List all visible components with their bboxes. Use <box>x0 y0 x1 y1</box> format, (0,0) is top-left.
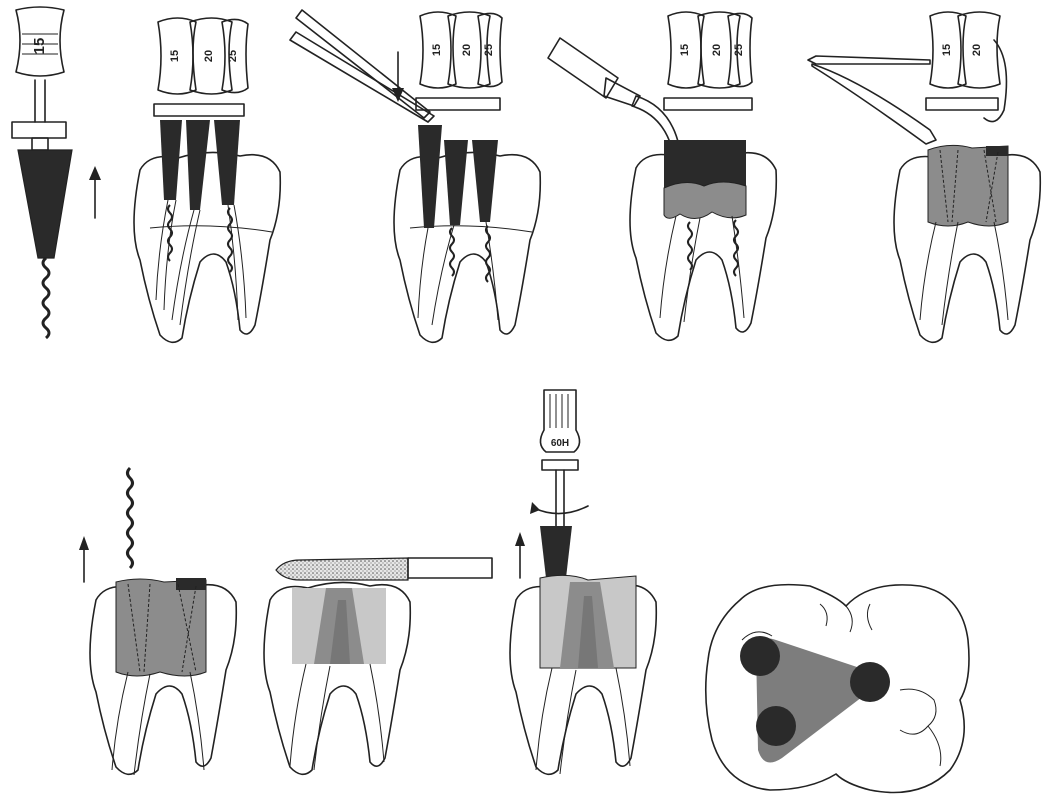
file-handles: 15 20 25 <box>416 12 502 110</box>
svg-text:20: 20 <box>203 50 215 62</box>
tooth-outline <box>394 152 540 342</box>
svg-text:15: 15 <box>679 44 691 56</box>
canal-orifice-dot <box>850 662 890 702</box>
plugger-instrument <box>808 56 936 144</box>
diamond-bur <box>276 558 492 580</box>
drill-handle: 60H <box>540 390 579 526</box>
file-size-label: 15 <box>31 38 48 55</box>
svg-text:25: 25 <box>483 44 495 56</box>
file-handles: 15 20 25 <box>154 18 248 116</box>
drill-bit <box>540 526 572 578</box>
panel-8-post-space-drill: 60H <box>510 390 656 774</box>
svg-text:15: 15 <box>431 44 443 56</box>
svg-text:20: 20 <box>461 44 473 56</box>
panel-5-condensing: 15 20 <box>808 12 1040 342</box>
svg-text:15: 15 <box>169 50 181 62</box>
file-handles: 15 20 25 <box>664 12 752 110</box>
panel-1-hand-file: 15 <box>12 7 101 338</box>
up-arrow-icon <box>89 166 101 218</box>
up-arrow-icon <box>79 536 89 582</box>
panel-2-three-files-in-canals: 15 20 25 <box>134 18 280 342</box>
panel-6-file-withdrawn <box>79 468 236 775</box>
panel-4-material-placement: 15 20 25 <box>548 12 776 340</box>
canal-orifice-dot <box>756 706 796 746</box>
canal-orifice-dot <box>740 636 780 676</box>
svg-text:25: 25 <box>227 50 239 62</box>
filling-material <box>928 145 1008 226</box>
rubber-stop <box>12 122 66 138</box>
file-spiral <box>128 468 133 568</box>
panel-3-plier-removes-file: 15 20 25 <box>290 10 540 342</box>
file-handles: 15 20 <box>926 12 1006 122</box>
svg-text:25: 25 <box>733 44 745 56</box>
svg-text:20: 20 <box>711 44 723 56</box>
syringe-instrument <box>548 38 682 172</box>
svg-text:15: 15 <box>941 44 953 56</box>
file-shank <box>18 150 72 258</box>
plier-instrument <box>290 10 434 122</box>
drill-size-label: 60H <box>551 438 569 449</box>
rotate-arrow-icon <box>530 502 588 514</box>
up-arrow-icon <box>515 532 525 578</box>
filling-material <box>664 182 746 219</box>
file-spiral <box>43 258 49 338</box>
svg-text:20: 20 <box>971 44 983 56</box>
filling-material <box>116 579 206 676</box>
panel-7-bur-leveling <box>264 558 492 774</box>
tooth-outline <box>134 152 280 342</box>
panel-9-occlusal-view <box>706 585 969 793</box>
